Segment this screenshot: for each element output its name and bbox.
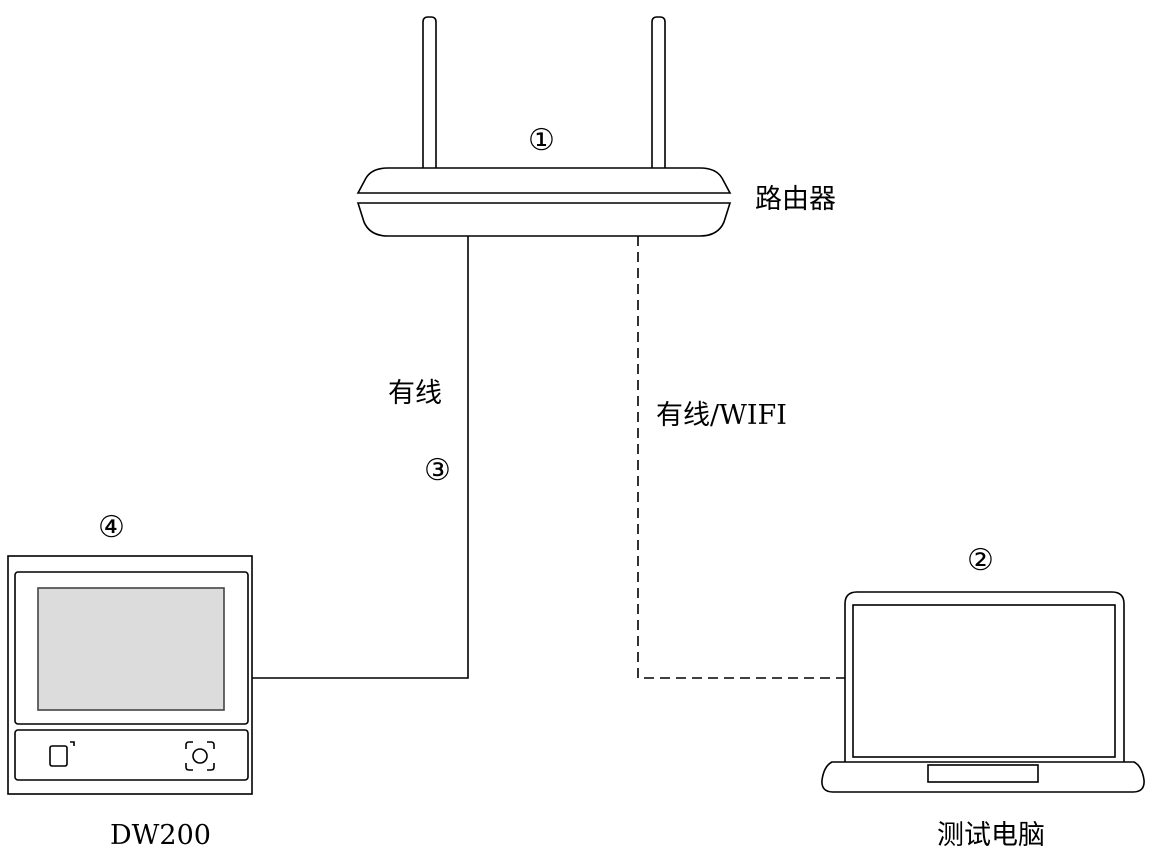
dw200-screen-bezel [14,571,249,725]
dw200-screen [37,587,225,711]
router-antenna-right [651,16,666,168]
wired-wifi-label: 有线/WIFI [656,400,787,431]
router-icon [356,16,732,237]
device-label: DW200 [110,820,211,851]
router-antenna-left [422,16,437,168]
marker-device: ④ [98,510,125,545]
dw200-button-panel [14,729,249,781]
marker-pc: ② [967,543,994,578]
laptop-base [821,761,1145,793]
qr-scan-icon [185,741,215,771]
marker-cable: ③ [424,453,451,488]
laptop-touchpad [927,764,1039,783]
router-label: 路由器 [755,184,836,215]
dw200-device-icon [7,555,253,795]
wifi-connection-line [637,236,845,679]
router-body-top [356,167,732,194]
wired-connection-line [252,236,469,679]
nfc-card-icon [49,741,75,767]
laptop-screen [852,604,1116,758]
router-body-bottom [356,202,732,237]
laptop-lid [844,591,1125,762]
laptop-icon [821,591,1145,793]
wired-label: 有线 [388,378,442,409]
pc-label: 测试电脑 [937,820,1045,851]
dw200-frame [7,555,253,795]
marker-router: ① [528,123,555,158]
